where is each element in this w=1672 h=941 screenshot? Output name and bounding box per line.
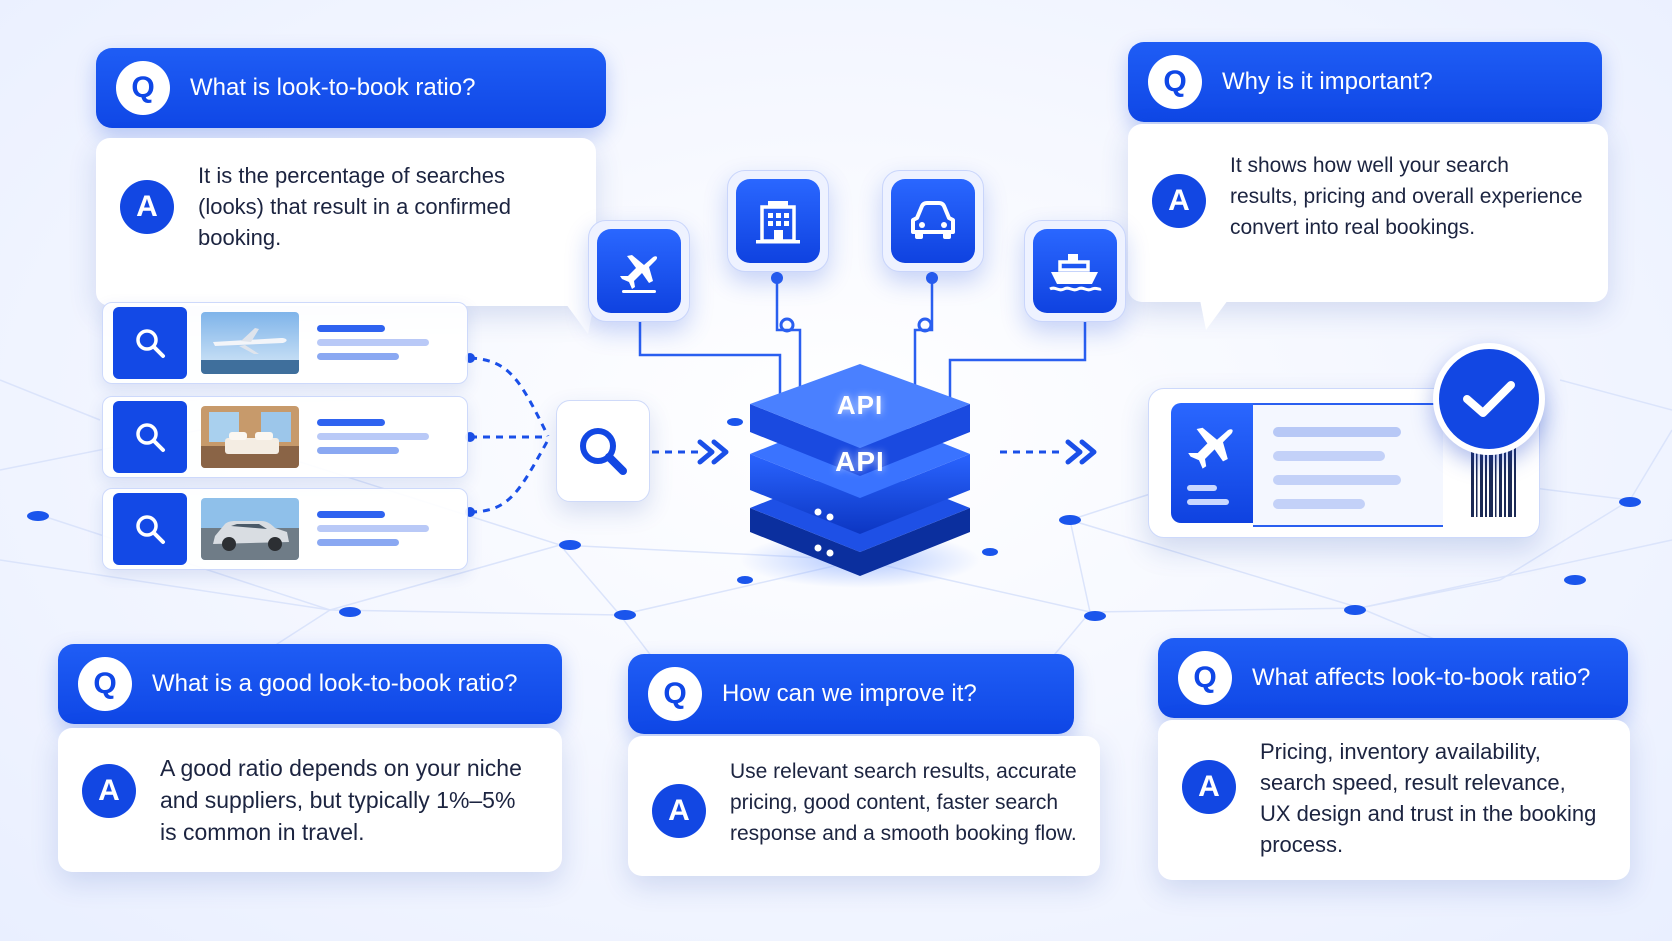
search-result-hotel <box>102 396 468 478</box>
search-icon <box>136 329 165 358</box>
airplane-photo <box>201 312 299 374</box>
question-header: Q What is look-to-book ratio? <box>96 48 606 128</box>
question-badge: Q <box>648 667 702 721</box>
result-line <box>317 539 399 546</box>
result-line <box>317 353 399 360</box>
search-icon <box>136 423 165 452</box>
question-text: What affects look-to-book ratio? <box>1252 664 1591 691</box>
result-line <box>317 447 399 454</box>
ticket-stub <box>1171 403 1253 523</box>
question-badge: Q <box>78 657 132 711</box>
ticket-line <box>1273 499 1365 509</box>
result-line <box>317 525 429 532</box>
barcode <box>1471 437 1516 517</box>
answer-panel: A It is the percentage of searches(looks… <box>96 138 596 306</box>
tile-hotel <box>727 170 829 272</box>
question-text: How can we improve it? <box>722 680 977 707</box>
result-line <box>317 339 429 346</box>
search-aggregator <box>556 400 650 502</box>
speech-tail <box>1200 300 1228 330</box>
booking-ticket <box>1148 343 1545 538</box>
hotel-room-photo <box>201 406 299 468</box>
api-label-top: API <box>836 390 884 420</box>
tile-flight <box>588 220 690 322</box>
result-line <box>317 325 385 332</box>
car-icon <box>911 201 955 239</box>
ticket-line <box>1273 451 1385 461</box>
question-header: Q How can we improve it? <box>628 654 1074 734</box>
question-badge: Q <box>1148 55 1202 109</box>
car-photo <box>201 498 299 560</box>
car-thumbnail <box>201 498 299 560</box>
airplane-icon <box>620 255 658 293</box>
search-icon <box>580 428 627 475</box>
answer-badge: A <box>652 784 706 838</box>
search-icon <box>136 515 165 544</box>
hotel-icon <box>756 201 800 244</box>
api-stack-graphic <box>740 364 980 588</box>
ship-icon <box>1049 254 1102 292</box>
question-header: Q What affects look-to-book ratio? <box>1158 638 1628 718</box>
answer-badge: A <box>120 180 174 234</box>
answer-text: It is the percentage of searches(looks) … <box>198 163 512 250</box>
confirmed-badge <box>1433 343 1545 455</box>
question-header: Q What is a good look-to-book ratio? <box>58 644 562 724</box>
hotel-thumbnail <box>201 406 299 468</box>
question-text: What is look-to-book ratio? <box>190 74 476 101</box>
result-line <box>317 433 429 440</box>
tile-cruise <box>1024 220 1126 322</box>
flight-thumbnail <box>201 312 299 374</box>
api-server-stack: API API <box>740 360 980 590</box>
checkmark-icon <box>1463 381 1515 417</box>
result-line <box>317 511 385 518</box>
question-text: Why is it important? <box>1222 68 1433 95</box>
answer-panel: A Pricing, inventory availability,search… <box>1158 720 1630 880</box>
search-result-flight <box>102 302 468 384</box>
search-result-car <box>102 488 468 570</box>
answer-badge: A <box>1182 760 1236 814</box>
answer-badge: A <box>82 764 136 818</box>
answer-text: Pricing, inventory availability,search s… <box>1260 739 1597 857</box>
airplane-icon <box>1188 427 1233 469</box>
answer-badge: A <box>1152 174 1206 228</box>
api-label-middle: API <box>835 446 885 477</box>
question-badge: Q <box>116 61 170 115</box>
ticket-line <box>1273 427 1401 437</box>
tile-car <box>882 170 984 272</box>
question-header: Q Why is it important? <box>1128 42 1602 122</box>
result-line <box>317 419 385 426</box>
ticket-line <box>1273 475 1401 485</box>
question-badge: Q <box>1178 651 1232 705</box>
question-text: What is a good look-to-book ratio? <box>152 670 518 697</box>
